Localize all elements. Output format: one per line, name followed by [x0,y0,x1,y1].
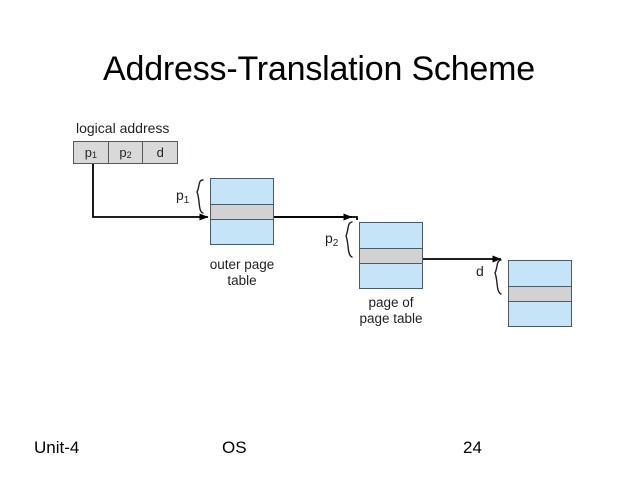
brace-label-subscript: 1 [183,195,190,206]
brace-label-d: d [476,264,484,279]
cell-subscript: 1 [91,150,97,160]
table-band-top [360,223,422,248]
brace-p1 [196,179,204,214]
table-band-bottom [211,219,273,244]
logical-address-cell-d: d [143,142,177,163]
brace-label-text: p [176,187,184,203]
table-band-top [509,261,571,286]
table-band-bottom [360,263,422,288]
page-title: Address-Translation Scheme [103,50,535,88]
page-of-page-table-block [359,222,423,289]
brace-label-text: p [325,230,333,246]
caption-line-1: outer page [209,257,275,272]
cell-text: d [156,145,164,160]
slide-footer: Unit-4 OS 24 [0,438,638,464]
footer-slide-number: 24 [463,438,482,457]
connector-p1-to-outer-page-table [92,164,209,221]
cell-text: p [119,145,127,160]
table-band-entry [211,203,273,220]
logical-address-label: logical address [76,120,170,136]
outer-page-table-block [210,178,274,245]
caption-line-2: page table [359,311,423,326]
footer-subject-label: OS [222,438,247,457]
table-band-entry [360,247,422,264]
table-band-entry [509,285,571,302]
table-band-bottom [509,301,571,326]
brace-d [494,259,502,295]
page-of-page-table-caption: page of page table [324,295,458,327]
outer-page-table-caption: outer page table [175,257,309,289]
brace-label-p2: p2 [325,230,339,249]
caption-line-2: table [227,273,257,288]
connector-outer-to-page-of-page-table [274,213,358,221]
memory-frame-block [508,260,572,327]
cell-subscript: 2 [126,150,132,160]
brace-label-text: d [476,263,484,279]
brace-p2 [345,221,353,258]
brace-label-subscript: 2 [332,238,339,249]
caption-line-1: page of [368,295,414,310]
cell-text: p [84,145,92,160]
table-band-top [211,179,273,204]
brace-label-p1: p1 [176,187,190,206]
footer-unit-label: Unit-4 [34,438,80,457]
